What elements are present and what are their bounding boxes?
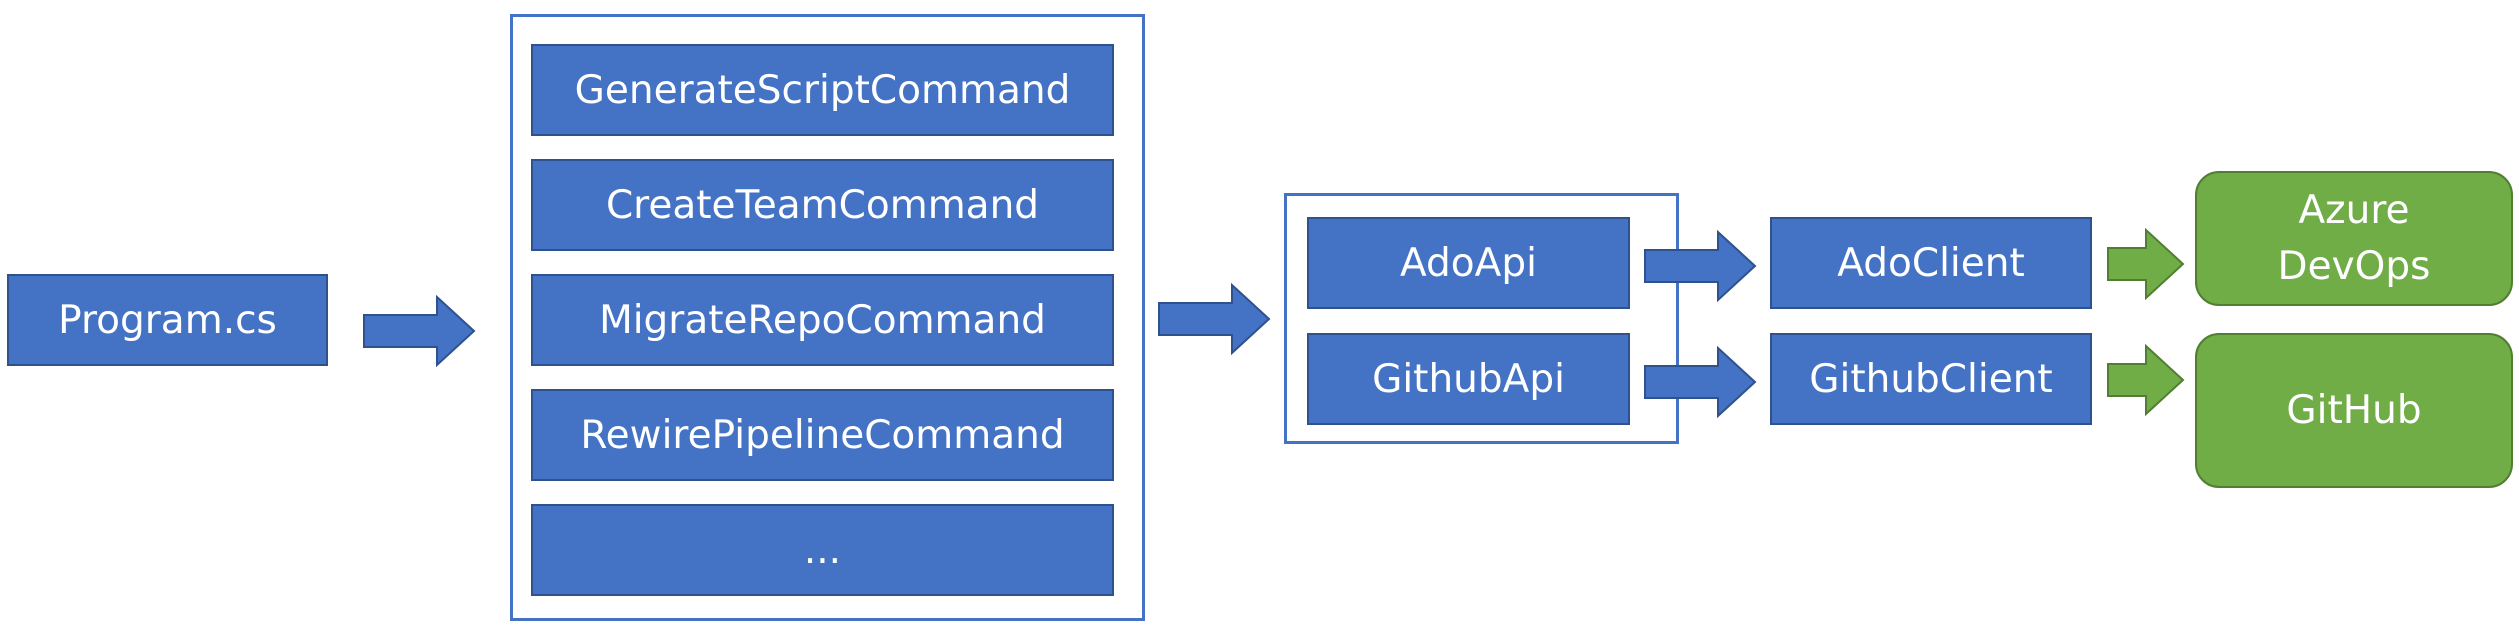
command-label: ...	[803, 527, 842, 573]
github-client-label: GithubClient	[1809, 356, 2053, 402]
arrow-program-to-commands	[363, 294, 476, 368]
azure-devops-label-line1: Azure	[2298, 187, 2410, 233]
command-label: RewirePipelineCommand	[580, 412, 1065, 458]
azure-devops-label-line2: DevOps	[2277, 243, 2431, 289]
commands-container	[510, 14, 1145, 621]
azure-devops-box: Azure DevOps	[2195, 171, 2513, 306]
apis-container	[1284, 193, 1679, 444]
command-more: ...	[531, 504, 1114, 596]
arrow-commands-to-apis	[1158, 282, 1271, 356]
command-label: CreateTeamCommand	[605, 182, 1040, 228]
arrow-github-api-to-client	[1644, 345, 1757, 419]
github-label: GitHub	[2286, 387, 2422, 433]
github-api-label: GithubApi	[1372, 356, 1565, 402]
github-client-box: GithubClient	[1770, 333, 2092, 425]
ado-client-box: AdoClient	[1770, 217, 2092, 309]
arrow-ado-client-to-azure	[2107, 227, 2185, 301]
arrow-ado-api-to-client	[1644, 229, 1757, 303]
ado-client-label: AdoClient	[1837, 240, 2025, 286]
command-generate-script: GenerateScriptCommand	[531, 44, 1114, 136]
ado-api-box: AdoApi	[1307, 217, 1630, 309]
program-cs-box: Program.cs	[7, 274, 328, 366]
command-label: MigrateRepoCommand	[599, 297, 1046, 343]
command-create-team: CreateTeamCommand	[531, 159, 1114, 251]
command-migrate-repo: MigrateRepoCommand	[531, 274, 1114, 366]
arrow-github-client-to-github	[2107, 343, 2185, 417]
ado-api-label: AdoApi	[1400, 240, 1537, 286]
github-box: GitHub	[2195, 333, 2513, 488]
command-label: GenerateScriptCommand	[574, 67, 1071, 113]
program-cs-label: Program.cs	[58, 297, 277, 343]
command-rewire-pipeline: RewirePipelineCommand	[531, 389, 1114, 481]
github-api-box: GithubApi	[1307, 333, 1630, 425]
